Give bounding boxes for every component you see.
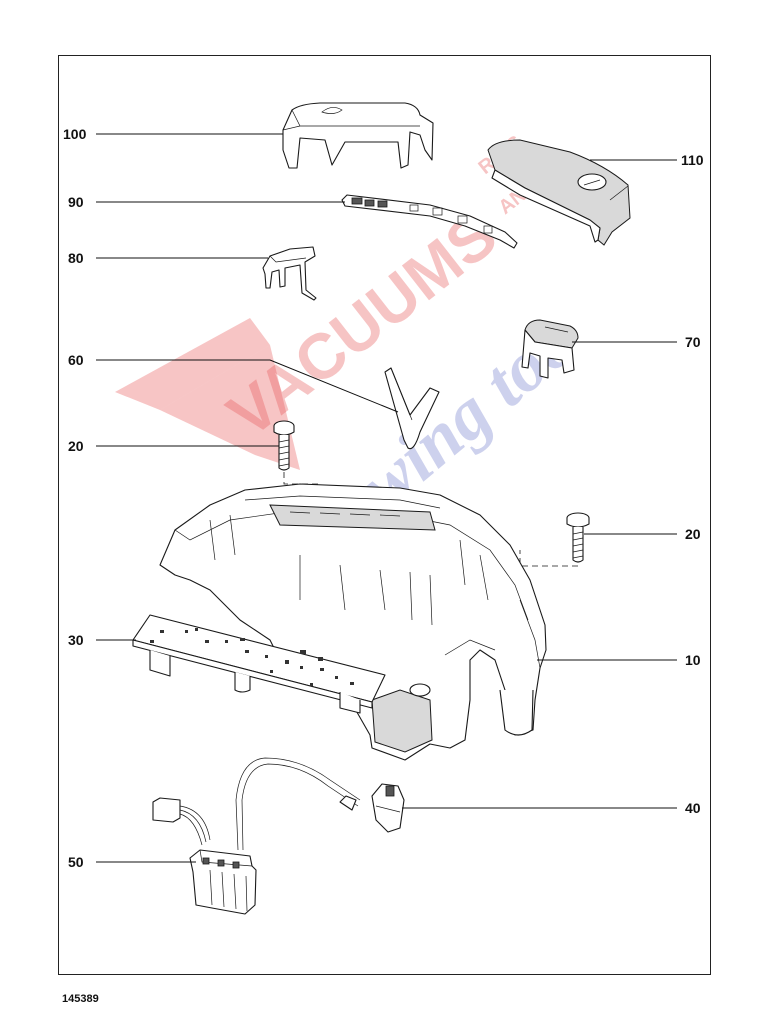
- callout-110: 110: [681, 152, 704, 168]
- part-80-lever: [262, 246, 317, 301]
- part-20-screw-left: [273, 420, 321, 495]
- part-50-connector-harness: [152, 797, 257, 915]
- part-90-membrane-strip: [341, 194, 518, 249]
- part-30-circuit-board: [132, 614, 386, 714]
- callout-30: 30: [68, 632, 84, 648]
- callout-70: 70: [685, 334, 701, 350]
- part-100-top-cover: [282, 102, 434, 169]
- part-70-button: [521, 319, 579, 379]
- callout-90: 90: [68, 194, 84, 210]
- callout-40: 40: [685, 800, 701, 816]
- reference-number: 145389: [62, 993, 99, 1005]
- part-20-screw-right: [519, 512, 590, 567]
- callout-labels: 100 90 80 60 20 30 50 110 70 20 10 40: [63, 126, 704, 870]
- callout-10: 10: [685, 652, 701, 668]
- callout-60: 60: [68, 352, 84, 368]
- leader-60: [96, 359, 399, 413]
- callout-80: 80: [68, 250, 84, 266]
- part-40-switch: [235, 757, 405, 833]
- part-60-spring-clip: [384, 367, 440, 450]
- part-10-main-frame: [159, 483, 547, 761]
- callout-20-left: 20: [68, 438, 84, 454]
- callout-50: 50: [68, 854, 84, 870]
- callout-20-right: 20: [685, 526, 701, 542]
- callout-100: 100: [63, 126, 87, 142]
- diagram-frame: [58, 55, 711, 975]
- part-110-right-cover: [487, 139, 631, 246]
- leader-lines: [96, 133, 677, 863]
